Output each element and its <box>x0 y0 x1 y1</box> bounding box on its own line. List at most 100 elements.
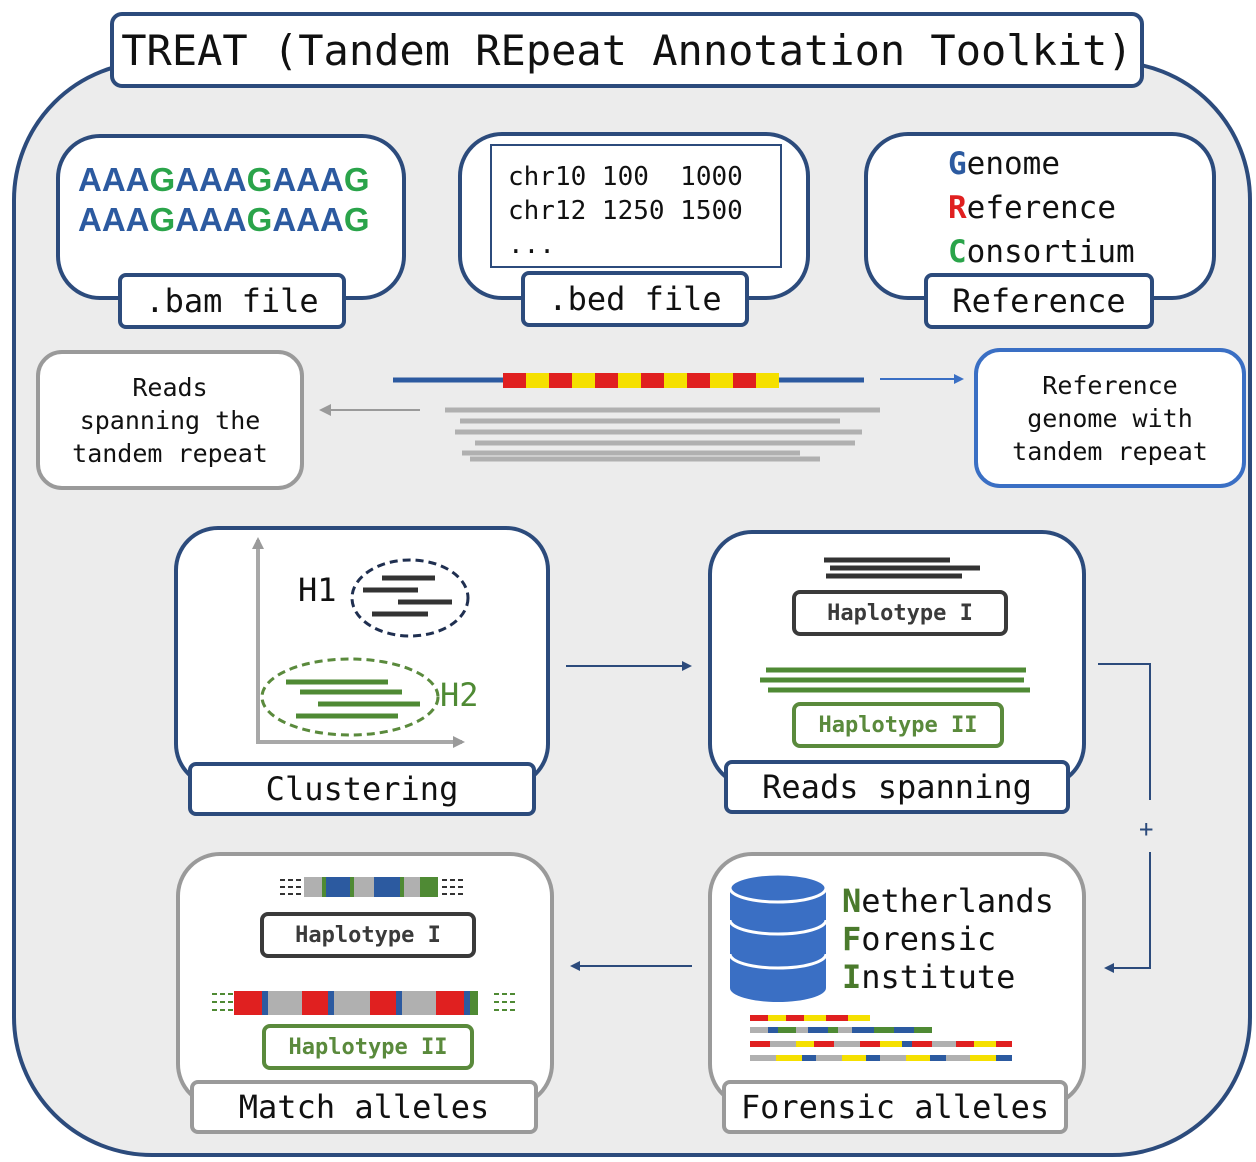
allele-segment <box>838 1027 852 1033</box>
allele-segment <box>912 1041 932 1047</box>
bam-line-1-segment: AAA <box>78 161 150 198</box>
hap2-allele-segment <box>234 991 262 1015</box>
grc-initial: C <box>948 234 967 270</box>
bam-line-2-segment: G <box>149 201 176 238</box>
hap2-allele-segment <box>302 991 328 1015</box>
flank-dash <box>510 1009 515 1011</box>
allele-segment <box>776 1055 802 1061</box>
haplotype-2-text: Haplotype II <box>818 712 978 738</box>
repeat-unit <box>526 373 549 388</box>
allele-segment <box>902 1041 912 1047</box>
flank-dash <box>442 886 447 888</box>
hap1-allele-segment <box>350 877 354 897</box>
hap1-allele-segment <box>374 877 400 897</box>
forensic-label: Forensic alleles <box>722 1080 1068 1134</box>
hap2-allele-segment <box>396 991 402 1015</box>
hap2-allele-segment <box>268 991 302 1015</box>
bam-line-1-segment: G <box>149 161 176 198</box>
nfi-initial: F <box>842 920 862 958</box>
match-alleles-label: Match alleles <box>190 1080 538 1134</box>
clustering-label-text: Clustering <box>265 770 459 808</box>
h2-label: H2 <box>440 676 479 714</box>
diagram-title-text: TREAT (Tandem REpeat Annotation Toolkit) <box>121 25 1133 75</box>
allele-segment <box>852 1027 874 1033</box>
allele-segment <box>932 1041 956 1047</box>
flank-dash <box>212 993 217 995</box>
hap2-allele-segment <box>328 991 334 1015</box>
flank-dash <box>288 879 293 881</box>
hap1-allele-segment <box>400 877 404 897</box>
h2-cluster <box>260 657 440 737</box>
nfi-initial: I <box>842 958 862 996</box>
ref-note-line-1: Reference <box>1042 370 1178 400</box>
allele-segment <box>996 1041 1012 1047</box>
allele-segment <box>786 1015 804 1021</box>
grc-rest: onsortium <box>966 234 1135 270</box>
flank-dash <box>228 993 233 995</box>
reference-label: Reference <box>924 273 1154 329</box>
flank-dash <box>450 886 455 888</box>
grc-rest: enome <box>966 146 1060 182</box>
flank-dash <box>450 893 455 895</box>
reads-spanning-note: Reads spanning the tandem repeat <box>36 350 304 490</box>
hap1-allele-segment <box>326 877 350 897</box>
bed-row-1: chr10 100 1000 <box>508 162 743 192</box>
bed-row-3: ... <box>508 230 555 260</box>
allele-segment <box>808 1027 828 1033</box>
h1-label: H1 <box>298 571 337 609</box>
nfi-line-2: Forensic <box>842 920 1054 958</box>
allele-segment <box>974 1041 996 1047</box>
clustering-label: Clustering <box>188 762 536 816</box>
repeat-unit <box>595 373 618 388</box>
repeat-unit <box>572 373 595 388</box>
arrow-plus-to-forensic <box>1104 852 1151 973</box>
hap2-allele-segment <box>334 991 370 1015</box>
match-haplotype-2-text: Haplotype II <box>288 1034 448 1060</box>
bed-row-2: chr12 1250 1500 <box>508 196 743 226</box>
allele-segment <box>880 1055 906 1061</box>
hap1-allele-segment <box>404 877 420 897</box>
allele-segment <box>770 1041 796 1047</box>
reference-genome-note: Reference genome with tandem repeat <box>974 348 1246 488</box>
flank-dash <box>228 1009 233 1011</box>
flank-dash <box>458 879 463 881</box>
allele-segment <box>816 1055 842 1061</box>
allele-segment <box>834 1041 860 1047</box>
flank-dash <box>502 1001 507 1003</box>
nfi-rest: orensic <box>861 920 997 958</box>
h1-cluster <box>350 558 470 638</box>
allele-segment <box>930 1055 946 1061</box>
flank-dash <box>494 1009 499 1011</box>
allele-segment <box>750 1015 768 1021</box>
bed-table: chr10 100 1000 chr12 1250 1500 ... <box>490 144 782 268</box>
match-haplotype-1-label: Haplotype I <box>260 912 476 958</box>
allele-segment <box>750 1055 776 1061</box>
forensic-allele-bars <box>750 1015 1012 1061</box>
repeat-unit <box>549 373 572 388</box>
tandem-repeat-region <box>503 373 779 388</box>
nfi-rest: nstitute <box>861 958 1016 996</box>
flank-dash <box>296 879 301 881</box>
repeat-unit <box>618 373 641 388</box>
allele-segment <box>880 1041 902 1047</box>
hap2-allele-segment <box>402 991 436 1015</box>
flank-dash <box>212 1001 217 1003</box>
allele-segment <box>874 1027 894 1033</box>
bam-line-2-segment: G <box>343 201 370 238</box>
bam-line-1-segment: AAA <box>272 161 344 198</box>
reads-spanning-label-text: Reads spanning <box>762 768 1032 806</box>
allele-segment <box>796 1041 814 1047</box>
connector-reads-to-forensic <box>1098 663 1151 800</box>
bam-line-1-segment: G <box>343 161 370 198</box>
aligned-reads <box>445 407 880 462</box>
grc-initial: R <box>948 190 967 226</box>
repeat-unit <box>503 373 526 388</box>
ref-note-line-2: genome with <box>1027 403 1193 433</box>
hap2-allele-segment <box>436 991 464 1015</box>
allele-segment <box>750 1027 768 1033</box>
bam-sequence-line-1: AAAGAAAGAAAG <box>78 160 370 200</box>
